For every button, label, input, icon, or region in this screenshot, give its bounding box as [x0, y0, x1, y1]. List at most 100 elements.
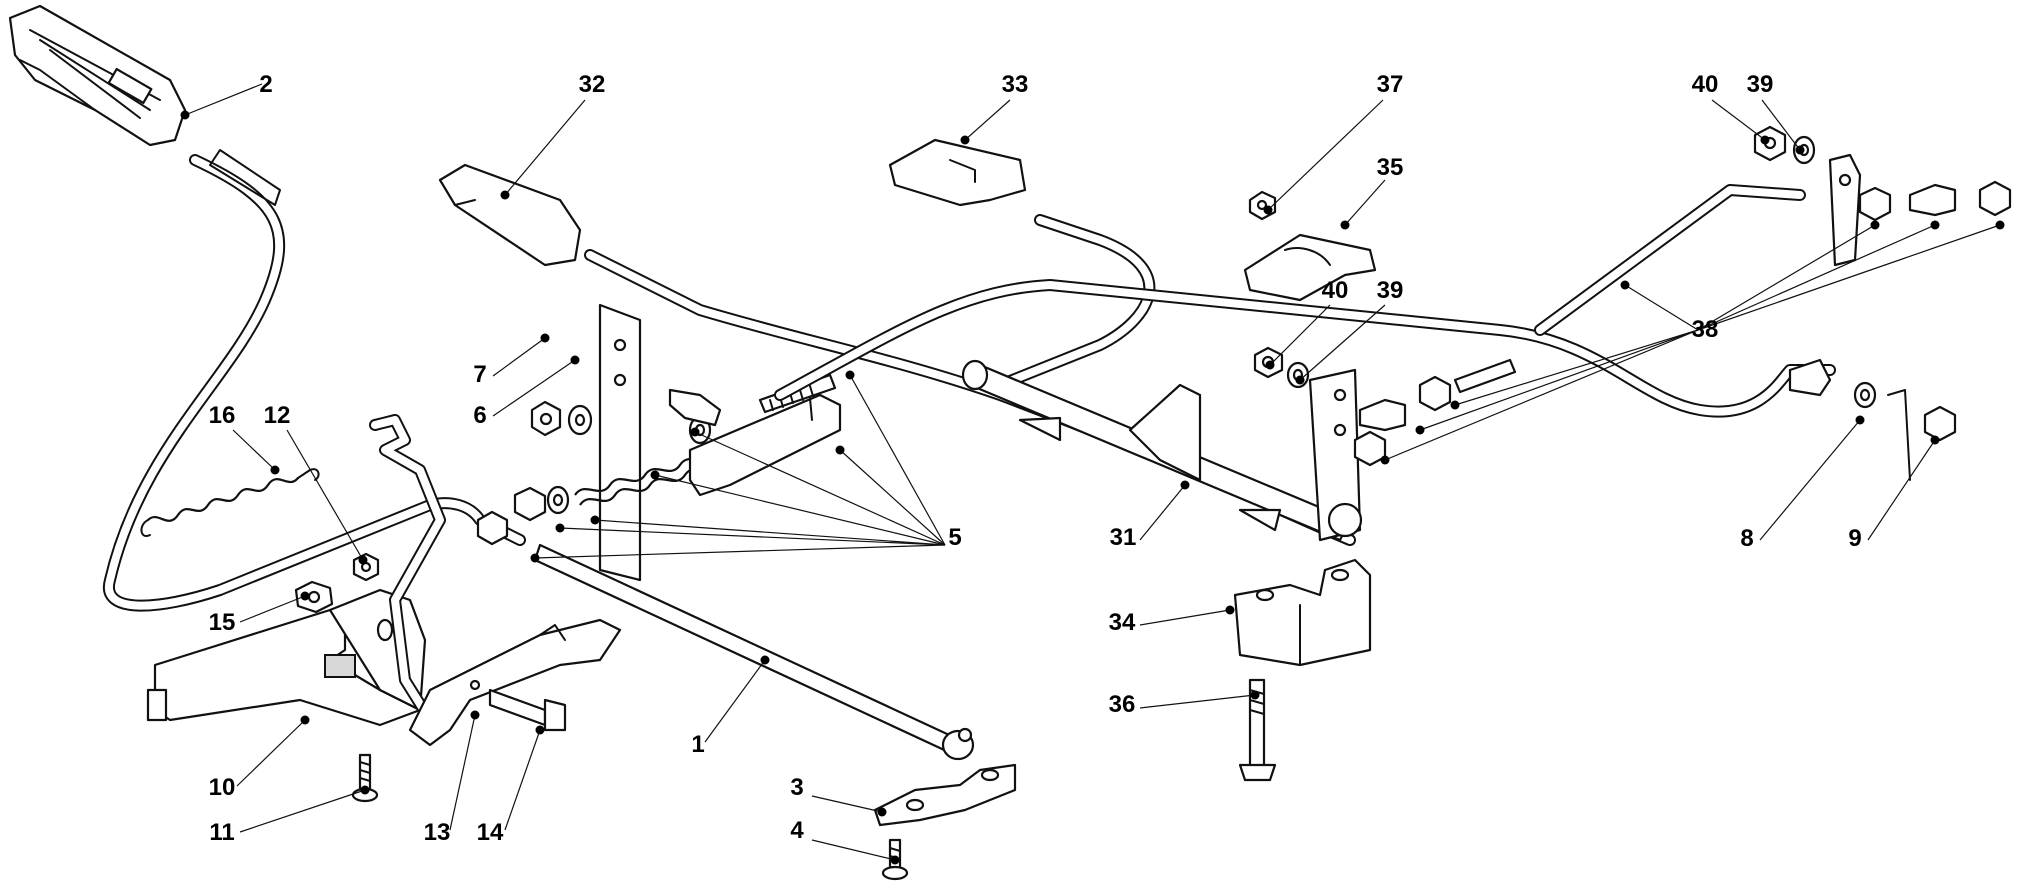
callout-leader-line: [236, 719, 306, 787]
callout-leader-line: [704, 659, 766, 743]
callout-dot: [1930, 220, 1940, 230]
callout-leader-line: [239, 595, 306, 623]
callout-c3: 3: [790, 774, 887, 817]
callout-number: 13: [424, 819, 451, 846]
callout-leader-line: [1344, 179, 1386, 226]
callout-leader-line: [1761, 99, 1801, 151]
callout-leader-line: [504, 99, 586, 196]
callout-number: 12: [264, 402, 291, 429]
callout-leader-line: [1711, 99, 1766, 141]
callout-leader-line: [1139, 609, 1231, 626]
callout-leader-line: [811, 795, 883, 813]
callout-number: 37: [1377, 71, 1404, 98]
callout-dot: [1250, 690, 1260, 700]
callout-dot: [1295, 375, 1305, 385]
callout-c13: 13: [424, 710, 480, 846]
callout-c32: 32: [500, 71, 606, 200]
callout-c36: 36: [1109, 690, 1260, 718]
callout-leader-line: [239, 789, 366, 833]
callout-dot: [570, 355, 580, 365]
callout-number: 40: [1322, 277, 1349, 304]
callout-number: 3: [790, 774, 803, 801]
callout-number: 32: [579, 71, 606, 98]
nut-part-37: [1248, 190, 1277, 221]
callout-c33: 33: [960, 71, 1028, 145]
callout-dot: [590, 515, 600, 525]
right-bracket-group: [1828, 153, 2012, 267]
callout-c9: 9: [1848, 435, 1940, 552]
callout-leader-line: [839, 449, 946, 546]
callout-leader-line: [534, 544, 946, 559]
pedal-part-2: [8, 4, 187, 147]
callout-c15: 15: [209, 591, 310, 636]
callout-dot: [1263, 205, 1273, 215]
callout-leader-line: [849, 374, 946, 546]
callout-leader-line: [492, 337, 546, 377]
callout-c16: 16: [209, 402, 280, 475]
callout-leader-line: [1697, 224, 1876, 331]
callout-leader-line: [1624, 284, 1699, 331]
callout-number: 15: [209, 609, 236, 636]
bracket-part-3: [873, 763, 1017, 827]
callout-dot: [358, 555, 368, 565]
callout-leader-line: [559, 527, 946, 546]
callout-c31: 31: [1110, 480, 1190, 551]
mid-bolts-38: [1353, 358, 1517, 467]
callout-dot: [500, 190, 510, 200]
callout-number: 7: [473, 361, 486, 388]
callout-dot: [1225, 605, 1235, 615]
callout-dot: [1180, 480, 1190, 490]
callout-dot: [300, 715, 310, 725]
callout-c5: 5: [530, 370, 962, 563]
callout-dot: [1340, 220, 1350, 230]
callout-dot: [1995, 220, 2005, 230]
callout-dot: [540, 333, 550, 343]
callout-dot: [1380, 455, 1390, 465]
callout-number: 14: [477, 819, 504, 846]
bolt-part-36: [1238, 678, 1277, 782]
pedal-rod: [102, 149, 526, 612]
block-part-34: [1233, 558, 1372, 667]
callout-number: 38: [1692, 316, 1719, 343]
callout-dot: [1870, 220, 1880, 230]
callout-c14: 14: [477, 725, 545, 846]
callout-leader-line: [184, 83, 263, 116]
callout-dot: [1265, 360, 1275, 370]
callout-number: 4: [790, 817, 804, 844]
slotted-bracket: [688, 393, 842, 497]
callout-c7: 7: [473, 333, 550, 388]
callout-number: 40: [1692, 71, 1719, 98]
callout-dot: [835, 445, 845, 455]
callout-leader-line: [1697, 224, 1936, 331]
callout-number: 1: [691, 731, 704, 758]
callout-dot: [1415, 425, 1425, 435]
callout-leader-line: [1139, 694, 1256, 709]
callout-dot: [470, 710, 480, 720]
callout-number: 34: [1109, 609, 1136, 636]
callout-c35: 35: [1340, 154, 1403, 230]
callout-leader-line: [504, 729, 541, 831]
clamp-part-35: [1243, 233, 1377, 302]
callout-leader-line: [1867, 439, 1936, 541]
callout-leader-line: [1267, 99, 1384, 211]
callout-dot: [1450, 400, 1460, 410]
callout-leader-line: [1269, 304, 1331, 366]
callout-c11: 11: [209, 785, 370, 846]
callout-leader-line: [594, 519, 946, 546]
latch-plate-part-13: [408, 618, 622, 747]
callout-dot: [360, 785, 370, 795]
callout-number: 6: [473, 402, 486, 429]
callout-number: 31: [1110, 524, 1137, 551]
screw-part-4: [881, 838, 909, 881]
callout-dot: [270, 465, 280, 475]
callout-c34: 34: [1109, 605, 1235, 636]
callout-dot: [1620, 280, 1630, 290]
callout-dot: [1930, 435, 1940, 445]
callout-dot: [877, 807, 887, 817]
callout-leader-line: [964, 99, 1011, 141]
callout-number: 9: [1848, 525, 1861, 552]
callout-number: 16: [209, 402, 236, 429]
callout-c40b: 40: [1692, 71, 1770, 145]
long-rod-part-38: [774, 184, 1836, 418]
